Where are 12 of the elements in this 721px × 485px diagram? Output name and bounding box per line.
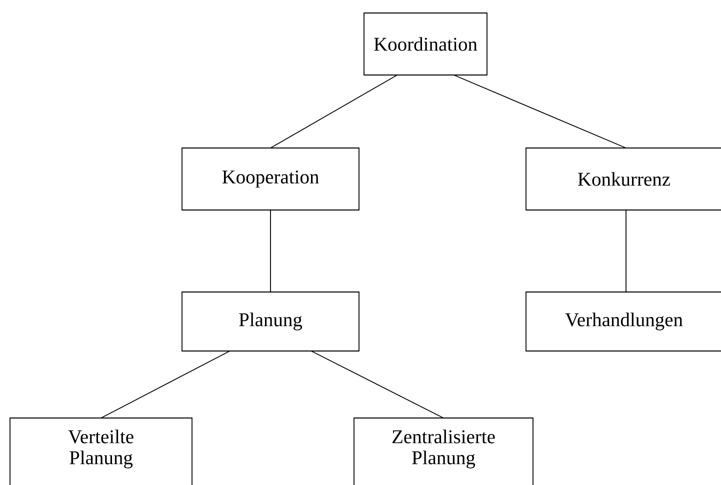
connector-line (270, 210, 271, 292)
connector-line (453, 74, 626, 148)
text-box: Verhandlungen (526, 292, 721, 352)
connector-line (270, 74, 398, 148)
text-box: Koordination (364, 12, 488, 76)
text-box: Verteilte Planung (10, 418, 192, 485)
text-box: Planung (182, 292, 360, 352)
connector-line (100, 350, 230, 418)
text-box: Kooperation (182, 148, 360, 210)
text-box: Konkurrenz (526, 148, 721, 210)
connector-line (310, 350, 444, 418)
text-box: Zentralisierte Planung (354, 418, 534, 485)
